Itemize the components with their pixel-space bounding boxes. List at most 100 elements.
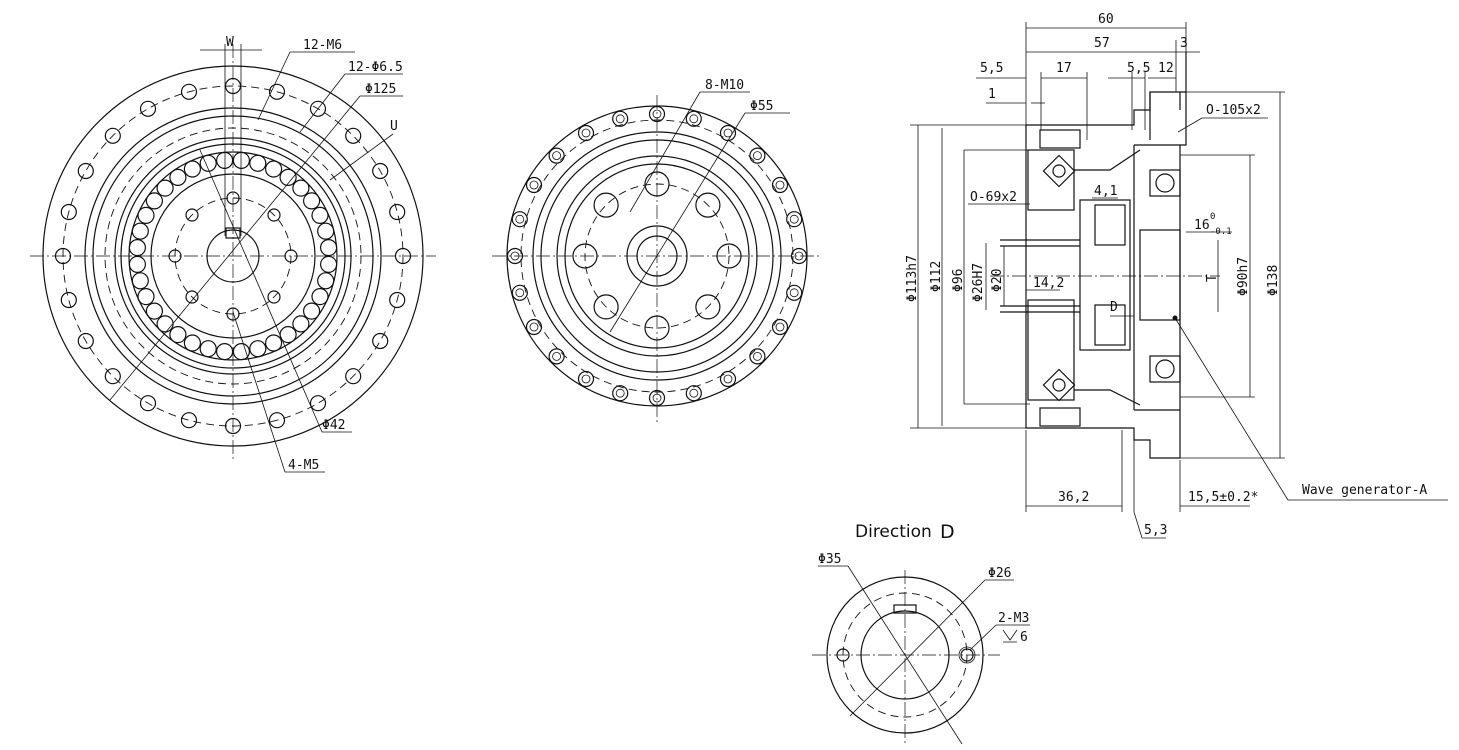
bearing-roller: [183, 160, 201, 178]
mount-hole: [749, 348, 766, 365]
mount-hole-inner: [652, 109, 662, 119]
dim-phi138: Φ138: [1266, 265, 1281, 296]
flange-hole: [139, 100, 157, 117]
rear-bolt-hole: [593, 294, 619, 320]
direction-view: Direction D Φ35 Φ26 2-M3 6: [812, 521, 1030, 745]
m3-label: 2-M3: [998, 611, 1029, 626]
m10-label: 8-M10: [705, 78, 744, 93]
flange-hole: [104, 127, 121, 144]
rear-bolt-hole: [695, 192, 721, 218]
mount-hole: [612, 385, 629, 402]
mount-hole-inner: [794, 251, 804, 261]
phi65-label: 12-Φ6.5: [348, 60, 403, 75]
bearing-roller: [137, 206, 155, 224]
dim-16: 16: [1194, 218, 1210, 233]
bearing-roller: [128, 239, 146, 257]
flange-hole: [104, 368, 121, 385]
rear-bolt-hole: [644, 315, 670, 341]
flange-hole: [345, 368, 362, 385]
bearing-roller: [169, 168, 187, 186]
mount-hole: [525, 176, 543, 194]
bearing-roller: [169, 326, 187, 344]
dim-1: 1: [988, 87, 996, 102]
w-label: W: [226, 35, 234, 50]
dim-12: 12: [1158, 61, 1174, 76]
bearing-roller: [317, 272, 335, 290]
mount-hole-inner: [789, 214, 799, 224]
flange-hole: [394, 247, 412, 265]
bearing-roller: [303, 302, 321, 320]
direction-letter: D: [940, 521, 955, 543]
mount-hole-inner: [652, 393, 662, 403]
output-hole: [168, 249, 182, 263]
dim-phi26h7: Φ26H7: [971, 263, 986, 302]
mount-hole: [648, 105, 666, 123]
mount-hole: [719, 370, 737, 388]
flange-hole: [372, 162, 389, 180]
bearing-roller: [320, 255, 338, 273]
mount-hole-inner: [515, 288, 525, 298]
depth-label: 6: [1020, 630, 1028, 645]
flange-hole: [77, 162, 94, 180]
mount-hole-inner: [581, 374, 591, 384]
bearing-roller: [311, 206, 329, 224]
mount-hole-inner: [775, 322, 785, 332]
bearing-roller: [156, 179, 174, 197]
dim-60: 60: [1098, 12, 1114, 27]
mount-hole-inner: [753, 151, 762, 161]
bearing-roller: [183, 334, 201, 352]
mount-hole-inner: [775, 180, 785, 190]
mount-hole: [577, 370, 595, 388]
mount-hole: [511, 284, 528, 301]
bearing-roller: [249, 340, 267, 358]
rear-bolt-hole: [695, 294, 721, 320]
dim-phi113: Φ113h7: [905, 255, 920, 302]
flange-hole: [224, 77, 242, 95]
mount-hole: [511, 211, 528, 228]
flange-hole: [389, 203, 406, 221]
mount-hole: [648, 389, 666, 407]
dim-55a: 5,5: [980, 61, 1003, 76]
output-hole: [226, 307, 240, 321]
d-label: D: [1110, 300, 1118, 315]
mount-hole: [790, 247, 808, 265]
bearing-roller: [216, 343, 234, 361]
mount-hole: [548, 348, 565, 365]
mount-hole: [719, 124, 737, 142]
flange-hole: [180, 83, 198, 100]
dim-362: 36,2: [1058, 490, 1089, 505]
bearing-roller: [292, 179, 310, 197]
flange-hole: [60, 291, 77, 309]
dim-53: 5,3: [1144, 523, 1167, 538]
mount-hole-inner: [615, 114, 625, 124]
bearing-roller: [128, 255, 146, 273]
bearing-roller: [232, 343, 250, 361]
front-view: W 12-M6 12-Φ6.5 Φ125 U Φ42 4-M5: [30, 35, 436, 473]
mount-hole-inner: [529, 180, 539, 190]
dim-16-upper: 0: [1210, 212, 1215, 222]
mount-hole-inner: [552, 351, 561, 361]
dim-17: 17: [1056, 61, 1072, 76]
mount-hole: [786, 284, 803, 301]
mount-hole-inner: [753, 351, 762, 361]
mount-hole: [685, 385, 702, 402]
mount-hole-inner: [723, 374, 733, 384]
bearing-roller: [199, 340, 217, 358]
bearing-roller: [265, 334, 283, 352]
output-hole: [267, 208, 281, 222]
flange-hole: [268, 412, 286, 429]
section-view: 60 57 3 5,5 17 5,5 12 1: [905, 12, 1448, 539]
phi125-label: Φ125: [365, 82, 396, 97]
output-hole: [185, 208, 199, 222]
output-hole: [284, 249, 298, 263]
mount-hole: [771, 318, 789, 336]
flange-hole: [180, 412, 198, 429]
flange-hole: [139, 395, 157, 412]
rear-bolt-hole: [644, 171, 670, 197]
rear-bolt-hole: [716, 243, 742, 269]
mount-hole-inner: [581, 128, 591, 138]
flange-hole: [77, 332, 94, 350]
mount-hole: [771, 176, 789, 194]
output-hole: [226, 191, 240, 205]
